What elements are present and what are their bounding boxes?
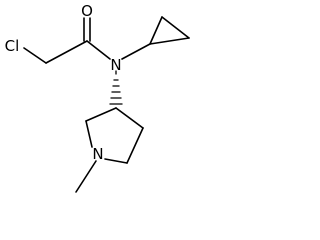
bond-ring-c5-n1 xyxy=(104,158,128,164)
bond-cl-ch2 xyxy=(23,47,47,64)
atom-label-amide-nitrogen: N xyxy=(110,56,121,74)
bond-carbonyl-nitrogen xyxy=(86,40,111,60)
atom-label-chlorine: Cl xyxy=(5,37,20,55)
atom-label-oxygen: O xyxy=(81,2,93,20)
bond-ring-n1-c2 xyxy=(85,120,93,148)
bond-ring-c4-c5 xyxy=(126,127,144,164)
bond-ch2-carbonyl xyxy=(45,40,88,64)
bond-cyclopropyl-b xyxy=(161,16,190,39)
atom-label-ring-nitrogen: N xyxy=(92,145,103,163)
bond-ring-c2-c3 xyxy=(85,107,117,122)
stereo-hashed-bond xyxy=(109,70,123,105)
bond-n-methyl xyxy=(75,160,97,193)
bond-cyclopropyl-c xyxy=(149,37,190,45)
bond-cyclopropyl-a xyxy=(149,16,163,45)
structure-diagram: Cl O N N xyxy=(5,2,190,193)
bond-nitrogen-cyclopropyl xyxy=(121,43,151,60)
bond-ring-c3-c4 xyxy=(115,107,144,129)
